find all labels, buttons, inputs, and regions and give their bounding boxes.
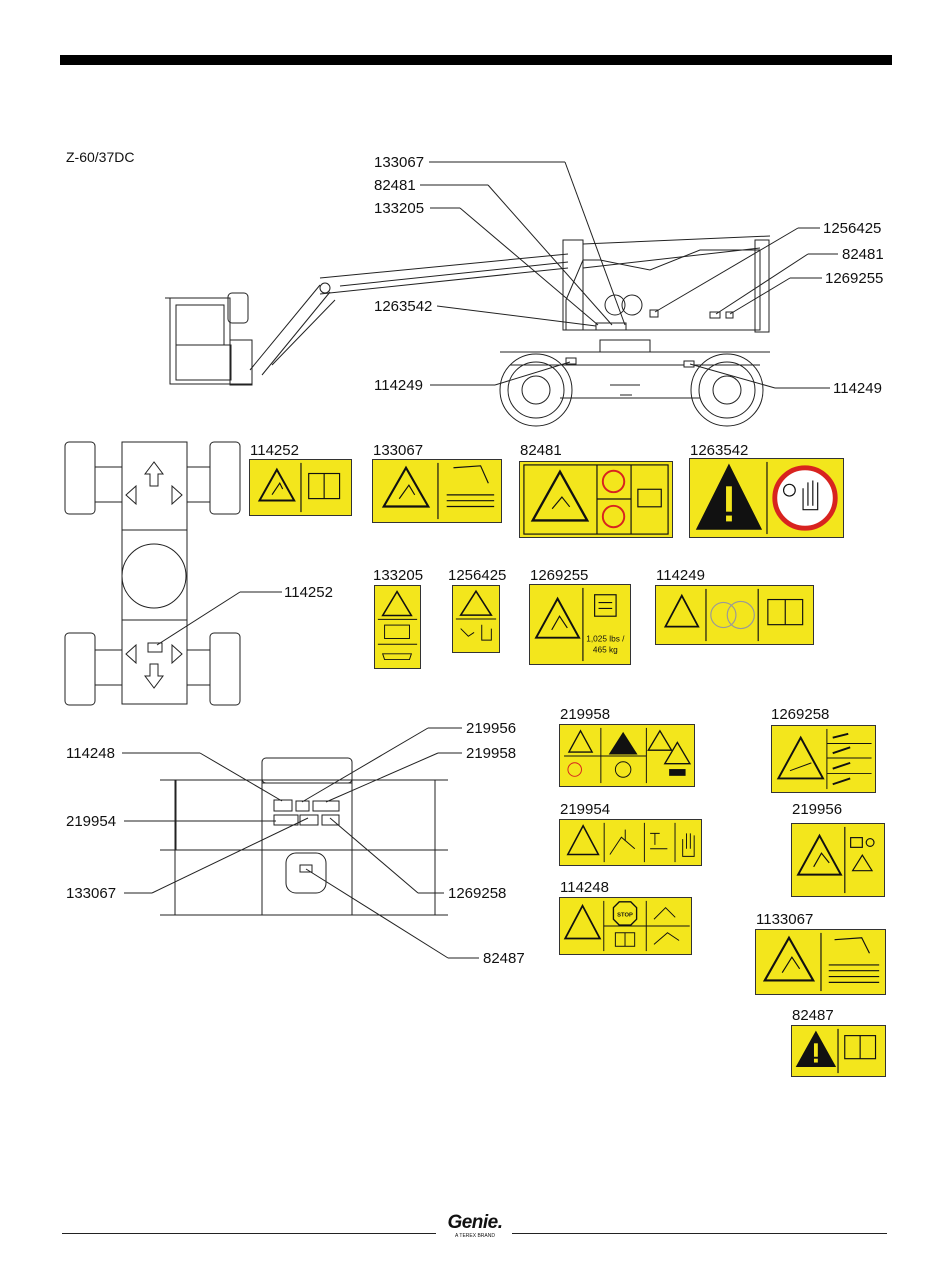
decal-label-114249: 114249 [656, 568, 705, 583]
decal-1256425 [452, 585, 500, 653]
decal-label-1269255: 1269255 [530, 568, 588, 583]
callout-219958: 219958 [466, 746, 516, 761]
decal-label-82481: 82481 [520, 443, 562, 458]
brand-tagline: A TEREX BRAND [443, 1233, 507, 1239]
decal-label-1263542: 1263542 [690, 443, 748, 458]
callout-114248: 114248 [66, 746, 115, 761]
decal-114252 [249, 459, 352, 516]
decal-label-219956: 219956 [792, 802, 842, 817]
decal-label-219958: 219958 [560, 707, 610, 722]
callout-114249: 114249 [374, 378, 423, 393]
callout-1263542: 1263542 [374, 299, 432, 314]
decal-114249 [655, 585, 814, 645]
footer-rule-left [62, 1233, 436, 1234]
genie-logo: Genie. A TEREX BRAND [443, 1213, 507, 1243]
callout-1269255: 1269255 [825, 271, 883, 286]
decal-219954 [559, 819, 702, 866]
callout-219954: 219954 [66, 814, 116, 829]
callout-114252: 114252 [284, 585, 333, 600]
decal-1263542 [689, 458, 844, 538]
decal-133067 [372, 459, 502, 523]
decal-219956 [791, 823, 885, 897]
decal-1133067 [755, 929, 886, 995]
decal-label-133205: 133205 [373, 568, 423, 583]
weight-kg: 465 kg [593, 644, 618, 654]
callout-82481: 82481 [374, 178, 416, 193]
callout-114249-right: 114249 [833, 381, 882, 396]
callout-1269258: 1269258 [448, 886, 506, 901]
decal-1269258 [771, 725, 876, 793]
decal-82487 [791, 1025, 886, 1077]
callout-133067: 133067 [374, 155, 424, 170]
decal-1269255: 1,025 lbs / 465 kg [529, 584, 631, 665]
decal-label-133067: 133067 [373, 443, 423, 458]
decal-label-1256425: 1256425 [448, 568, 506, 583]
platform-view [160, 758, 448, 915]
decal-label-114252: 114252 [250, 443, 299, 458]
footer-rule-right [512, 1233, 887, 1234]
callout-1256425: 1256425 [823, 221, 881, 236]
decal-label-82487: 82487 [792, 1008, 834, 1023]
decal-82481 [519, 461, 673, 538]
callout-82481-right: 82481 [842, 247, 884, 262]
callout-219956: 219956 [466, 721, 516, 736]
callout-133067-platform: 133067 [66, 886, 116, 901]
decal-133205 [374, 585, 421, 669]
decal-219958 [559, 724, 695, 787]
leader-lines [122, 162, 838, 958]
decal-label-1269258: 1269258 [771, 707, 829, 722]
callout-82487: 82487 [483, 951, 525, 966]
side-view-machine [165, 236, 770, 426]
brand-name: Genie. [443, 1213, 507, 1233]
decal-114248: STOP [559, 897, 692, 955]
chassis-top-view [65, 442, 240, 705]
decal-label-1133067: 1133067 [756, 912, 813, 927]
weight-lbs: 1,025 lbs / [586, 634, 625, 644]
decal-label-114248: 114248 [560, 880, 609, 895]
callout-133205: 133205 [374, 201, 424, 216]
decal-label-219954: 219954 [560, 802, 610, 817]
stop-sign-text: STOP [617, 912, 633, 918]
